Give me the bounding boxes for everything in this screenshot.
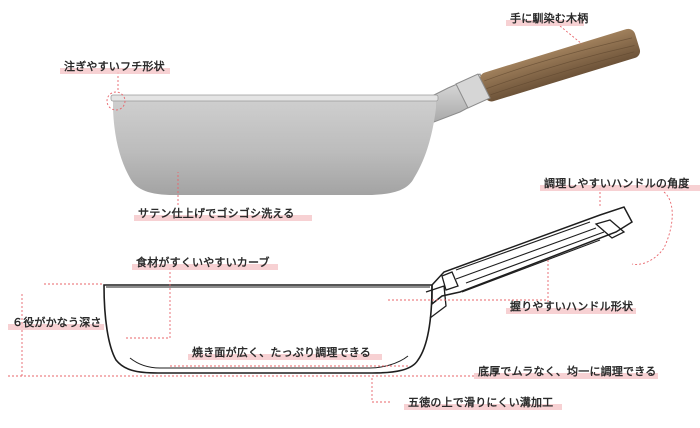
- pan-inner-bottom: [129, 355, 409, 369]
- pan-line-drawing: [103, 206, 633, 374]
- hl-depth: [8, 324, 104, 330]
- label-groove: 五徳の上で滑りにくい溝加工: [408, 396, 554, 409]
- leader-groove: [371, 378, 390, 403]
- hl-grip: [506, 308, 636, 314]
- pan-rim: [110, 94, 439, 102]
- handle-grip-end: [594, 219, 626, 239]
- label-grip-shape: 握りやすいハンドル形状: [510, 300, 634, 313]
- label-wide-surface: 焼き面が広く、たっぷり調理できる: [192, 346, 371, 359]
- handle-inner-lower: [461, 231, 605, 293]
- label-depth: ６役がかなう深さ: [12, 316, 102, 329]
- handle-inner-upper: [455, 221, 597, 280]
- hl-curve: [132, 264, 278, 270]
- hl-wooden-handle: [506, 20, 584, 26]
- pan-photo: [106, 28, 641, 195]
- hl-groove: [404, 404, 562, 410]
- handle-outline: [431, 206, 633, 306]
- leader-curve: [124, 268, 171, 339]
- wooden-handle: [479, 28, 641, 102]
- hl-satin: [134, 215, 312, 221]
- label-wooden-handle: 手に馴染む木柄: [510, 12, 589, 25]
- label-satin-finish: サテン仕上げでゴシゴシ洗える: [138, 207, 295, 220]
- pan-outline: [103, 284, 433, 374]
- label-handle-angle: 調理しやすいハンドルの角度: [544, 177, 690, 190]
- label-pour-rim: 注ぎやすいフチ形状: [64, 60, 165, 73]
- rim-callout-circle: [106, 91, 126, 111]
- handle-ferrule: [455, 73, 491, 109]
- hl-wide: [188, 354, 382, 360]
- leader-wooden-handle: [559, 25, 583, 45]
- label-curve: 食材がすくいやすいカーブ: [136, 256, 270, 269]
- hl-handle-angle: [540, 185, 700, 191]
- label-thick-bottom: 底厚でムラなく、均一に調理できる: [478, 365, 657, 378]
- leader-handle-angle: [599, 188, 673, 265]
- pan-body: [113, 99, 436, 195]
- leader-lines: [8, 25, 673, 403]
- handle-joint: [425, 271, 459, 319]
- hl-pour-rim: [60, 68, 170, 74]
- hl-thick: [474, 373, 658, 379]
